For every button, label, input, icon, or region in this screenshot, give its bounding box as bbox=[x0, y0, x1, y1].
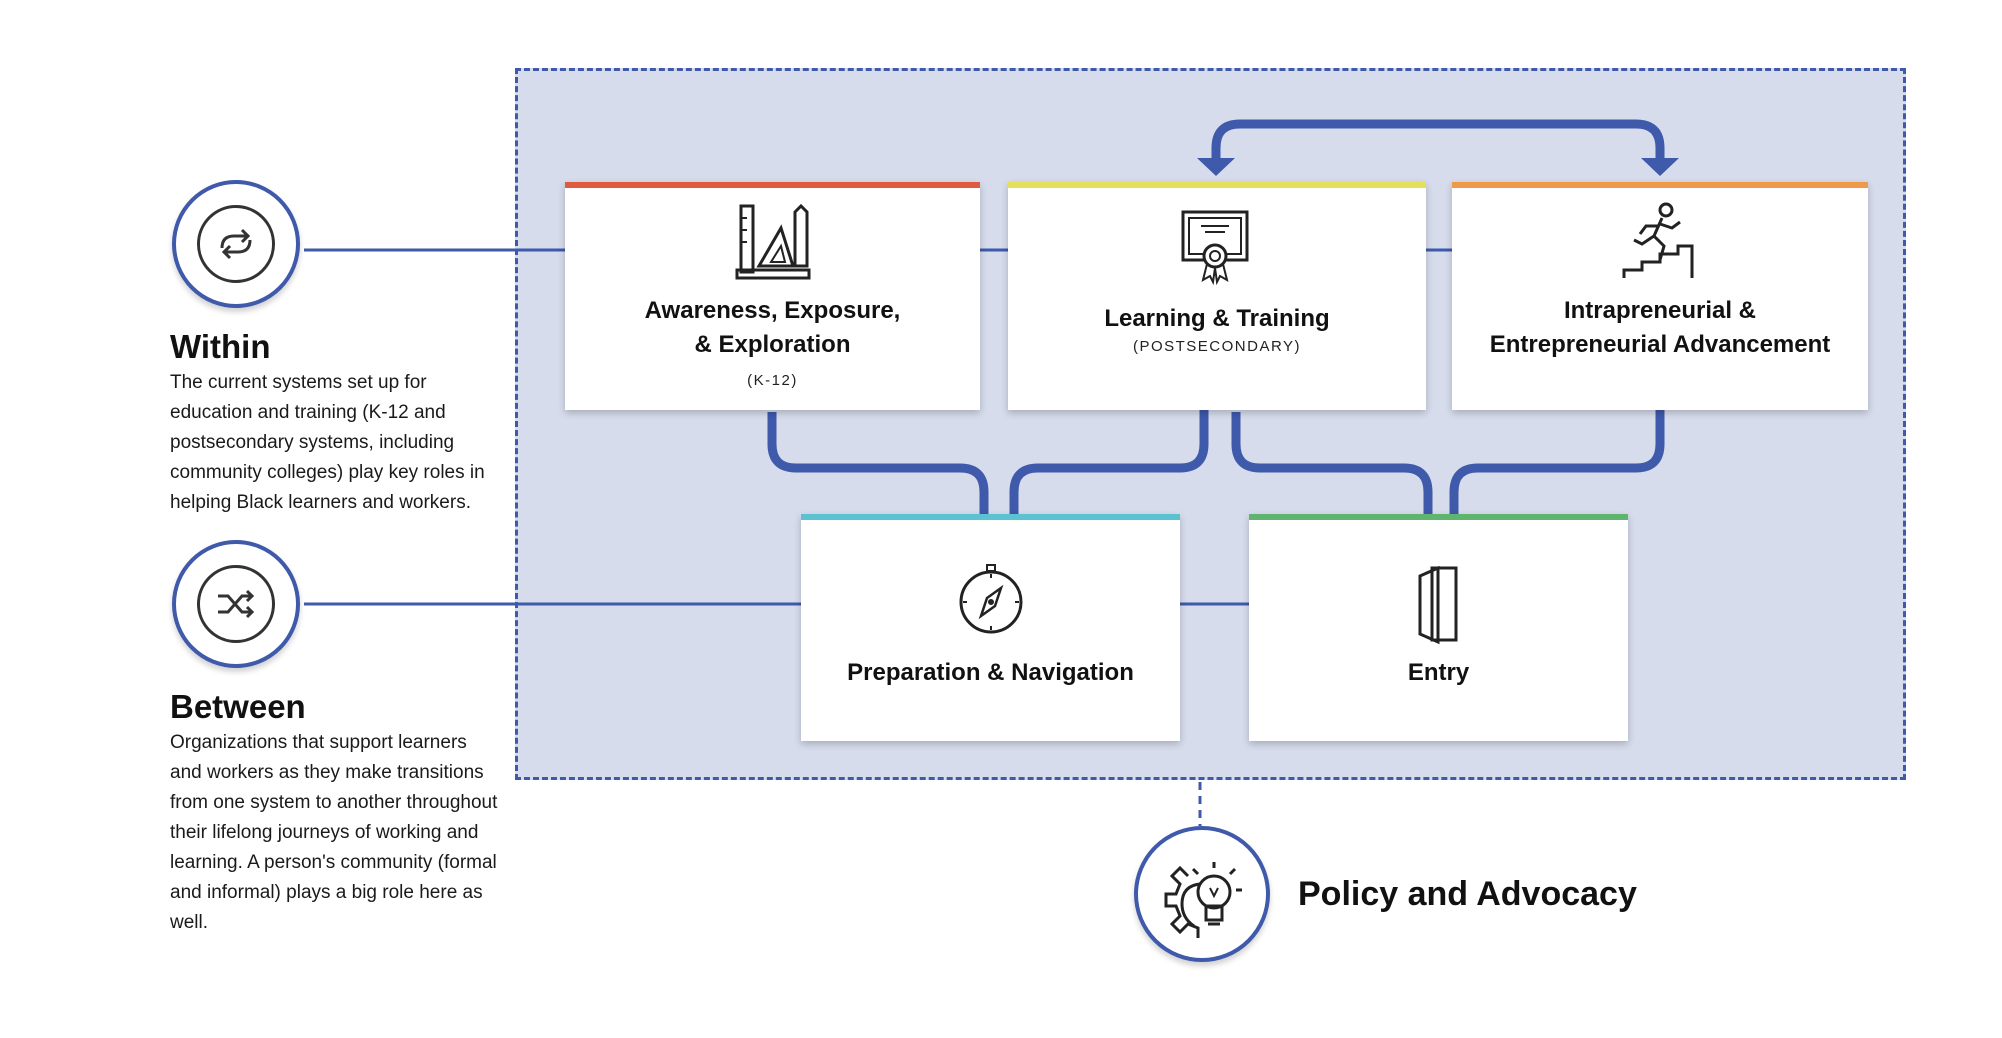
awareness-title-line1: Awareness, Exposure, bbox=[644, 297, 901, 324]
within-heading: Within bbox=[170, 328, 271, 365]
entry-accent-bar bbox=[1249, 514, 1628, 520]
compass-icon bbox=[957, 564, 1025, 639]
intrapreneurial-card: Intrapreneurial & Entrepreneurial Advanc… bbox=[1452, 182, 1868, 410]
preparation-accent-bar bbox=[801, 514, 1180, 520]
entry-title: Entry bbox=[1407, 659, 1470, 686]
entry-card: Entry bbox=[1249, 514, 1628, 741]
learning-intrapreneurial-loop-arrow bbox=[1211, 119, 1665, 165]
door-icon bbox=[1414, 565, 1464, 651]
preparation-card: Preparation & Navigation bbox=[801, 514, 1180, 741]
learning-subtitle: (POSTSECONDARY) bbox=[1132, 338, 1302, 355]
learning-card: Learning & Training (POSTSECONDARY) bbox=[1008, 182, 1426, 410]
policy-label: Policy and Advocacy bbox=[1298, 875, 1637, 913]
learning-to-entry-arrow bbox=[1231, 412, 1433, 526]
learning-title: Learning & Training bbox=[1104, 305, 1330, 332]
gear-lightbulb-icon bbox=[1164, 862, 1242, 938]
between-heading: Between bbox=[170, 688, 306, 725]
policy-bubble bbox=[1134, 826, 1270, 962]
between-description: Organizations that support learners and … bbox=[170, 732, 498, 933]
person-climbing-stairs-icon bbox=[1620, 202, 1700, 285]
certificate-icon bbox=[1177, 208, 1257, 291]
learning-accent-bar bbox=[1008, 182, 1426, 188]
awareness-card: Awareness, Exposure, & Exploration (K-12… bbox=[565, 182, 980, 410]
between-bubble bbox=[172, 540, 300, 668]
intrapreneurial-title-line2: Entrepreneurial Advancement bbox=[1489, 331, 1831, 358]
within-bubble bbox=[172, 180, 300, 308]
drafting-tools-icon bbox=[733, 202, 813, 287]
arrowhead-to-intrapreneurial bbox=[1641, 158, 1679, 176]
shuffle-icon bbox=[197, 565, 275, 643]
awareness-accent-bar bbox=[565, 182, 980, 188]
preparation-title: Preparation & Navigation bbox=[847, 659, 1134, 686]
within-description: The current systems set up for education… bbox=[170, 372, 485, 513]
preparation-to-learning-arrow bbox=[1009, 396, 1209, 514]
intrapreneurial-title-line1: Intrapreneurial & bbox=[1563, 297, 1757, 324]
entry-to-intrapreneurial-arrow bbox=[1449, 396, 1665, 514]
cycle-arrows-icon bbox=[197, 205, 275, 283]
awareness-to-preparation-arrow bbox=[767, 412, 989, 526]
awareness-subtitle: (K-12) bbox=[747, 372, 798, 389]
intrapreneurial-accent-bar bbox=[1452, 182, 1868, 188]
awareness-title-line2: & Exploration bbox=[694, 331, 851, 358]
arrowhead-to-learning bbox=[1197, 158, 1235, 176]
